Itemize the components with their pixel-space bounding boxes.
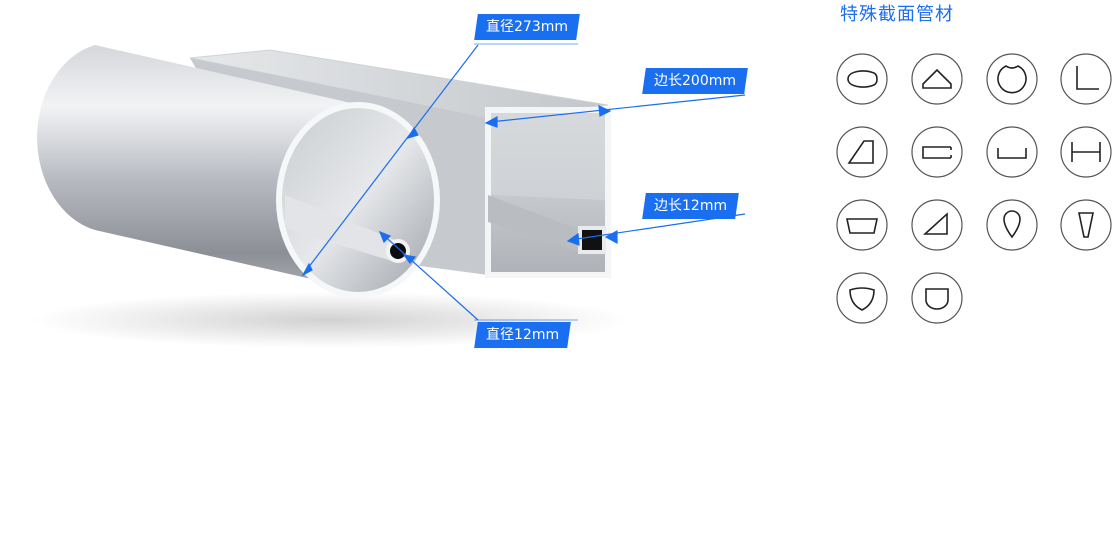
house-section-icon [911,53,963,105]
u-channel-section-icon [986,126,1038,178]
triangle-section-icon [911,199,963,251]
small-square-tube-body [488,195,580,252]
tapered-section-icon [1060,199,1112,251]
diameter-12-line [379,231,479,321]
label-diameter-12: 直径12mm [474,322,571,348]
oval-section-icon [836,53,888,105]
small-round-tube-hole [390,243,406,259]
panel-title: 特殊截面管材 [840,4,954,25]
tube-illustration [30,43,746,348]
h-section-icon [1060,126,1112,178]
trapezoid-section-icon [836,126,888,178]
side-200-line [489,94,746,123]
d-round-section-icon [986,53,1038,105]
small-square-tube-end [578,226,606,254]
shield-section-icon [836,272,888,324]
label-side-12: 边长12mm [642,193,739,219]
c-channel-section-icon [911,126,963,178]
label-side-200: 边长200mm [642,68,748,94]
teardrop-section-icon [986,199,1038,251]
cup-section-icon [911,272,963,324]
angle-section-icon [1060,53,1112,105]
small-round-tube-body [285,195,395,262]
square-tube-inner-shade [491,113,605,200]
diameter-273-line [304,44,479,273]
inverted-trapezoid-section-icon [836,199,888,251]
label-diameter-273: 直径273mm [474,14,580,40]
